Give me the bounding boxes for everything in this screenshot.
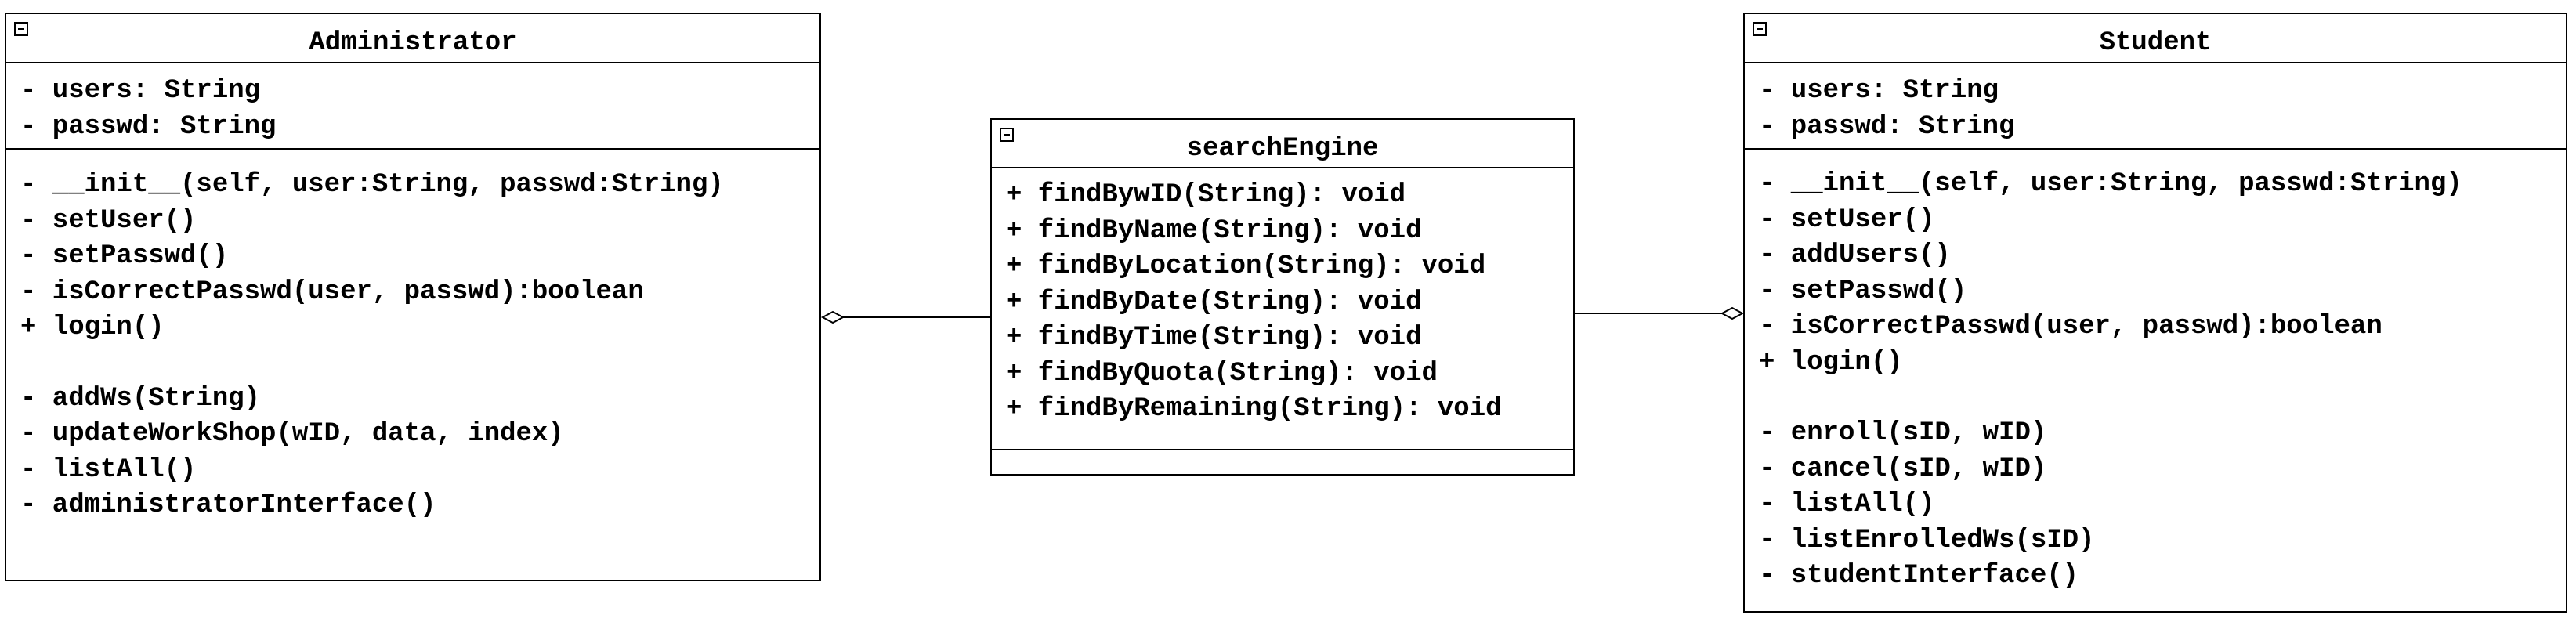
collapse-icon[interactable]	[14, 22, 28, 36]
attribute: - users: String	[20, 76, 261, 106]
method: - studentInterface()	[1759, 561, 2079, 591]
method: + findByRemaining(String): void	[1006, 394, 1502, 424]
method: + login()	[20, 313, 165, 342]
method: - __init__(self, user:String, passwd:Str…	[20, 170, 724, 200]
method: - enroll(sID, wID)	[1759, 418, 2047, 448]
administrator-methods: - __init__(self, user:String, passwd:Str…	[6, 150, 819, 524]
method: + login()	[1759, 347, 1903, 378]
method: + findByLocation(String): void	[1006, 251, 1486, 281]
method: - addUsers()	[1759, 240, 1951, 270]
administrator-class-name: Administrator	[309, 28, 517, 58]
aggregation-diamond-icon	[1720, 306, 1745, 320]
search-engine-class[interactable]: searchEngine + findBywID(String): void +…	[990, 118, 1575, 476]
method: + findByDate(String): void	[1006, 287, 1422, 317]
administrator-class[interactable]: Administrator - users: String - passwd: …	[5, 13, 821, 581]
method: - isCorrectPasswd(user, passwd):boolean	[1759, 312, 2382, 342]
attribute: - users: String	[1759, 76, 1999, 106]
student-class-name: Student	[2099, 28, 2212, 58]
search-engine-class-header: searchEngine	[992, 120, 1573, 168]
administrator-attributes: - users: String - passwd: String	[6, 63, 819, 150]
method: - listAll()	[1759, 490, 1935, 519]
collapse-icon[interactable]	[1000, 128, 1014, 142]
method: + findByName(String): void	[1006, 215, 1422, 246]
student-class[interactable]: Student - users: String - passwd: String…	[1743, 13, 2567, 613]
aggregation-admin-searchengine[interactable]	[820, 310, 990, 324]
search-engine-methods: + findBywID(String): void + findByName(S…	[992, 168, 1573, 450]
collapse-icon[interactable]	[1753, 22, 1767, 36]
aggregation-student-searchengine[interactable]	[1575, 306, 1745, 320]
method: - listAll()	[20, 454, 197, 485]
method: + findByQuota(String): void	[1006, 358, 1438, 389]
method: - cancel(sID, wID)	[1759, 454, 2047, 484]
method: - administratorInterface()	[20, 490, 436, 520]
student-methods: - __init__(self, user:String, passwd:Str…	[1745, 150, 2566, 595]
method: - setPasswd()	[1759, 276, 1967, 306]
method: - addWs(String)	[20, 383, 261, 414]
method: - __init__(self, user:String, passwd:Str…	[1759, 169, 2462, 199]
search-engine-class-name: searchEngine	[1186, 134, 1379, 164]
method: - setPasswd()	[20, 241, 229, 271]
student-class-header: Student	[1745, 14, 2566, 63]
method: - isCorrectPasswd(user, passwd):boolean	[20, 277, 644, 307]
method: - updateWorkShop(wID, data, index)	[20, 419, 564, 449]
method: + findBywID(String): void	[1006, 180, 1406, 210]
administrator-class-header: Administrator	[6, 14, 819, 63]
attribute: - passwd: String	[20, 111, 277, 142]
method: - listEnrolledWs(sID)	[1759, 525, 2095, 555]
student-attributes: - users: String - passwd: String	[1745, 63, 2566, 150]
method: + findByTime(String): void	[1006, 323, 1422, 353]
attribute: - passwd: String	[1759, 111, 2015, 142]
method: - setUser()	[20, 205, 197, 236]
aggregation-diamond-icon	[820, 310, 845, 324]
method: - setUser()	[1759, 204, 1935, 235]
